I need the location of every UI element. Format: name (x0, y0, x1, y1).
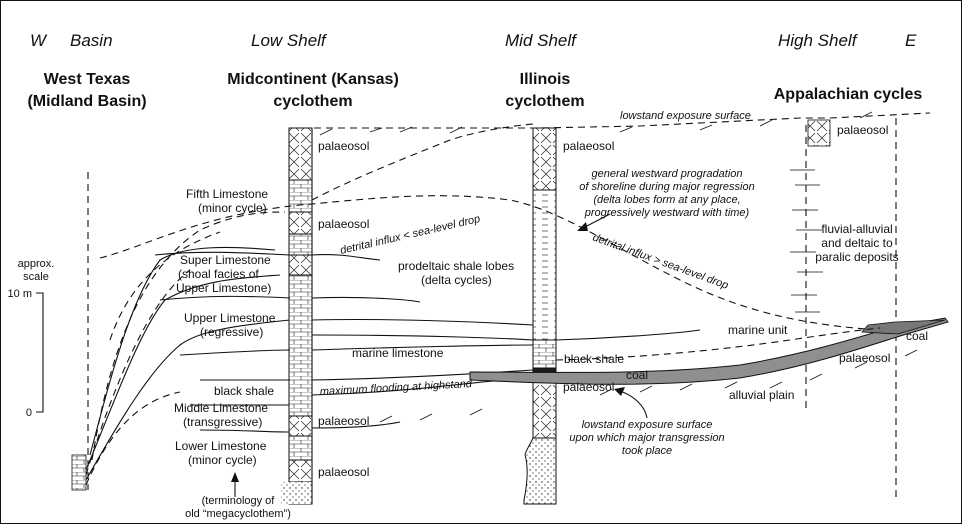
palaeosol-label-3: palaeosol (318, 414, 369, 428)
marine-tongue-1 (312, 330, 700, 340)
fifth-limestone-label: Fifth Limestone (186, 187, 268, 201)
palaeosol-label-1: palaeosol (318, 139, 369, 153)
fifth-limestone-sublabel: (minor cycle) (198, 201, 267, 215)
basin-dash-1 (86, 392, 180, 485)
illinois-column (524, 128, 556, 504)
west-label: W (30, 31, 48, 50)
illinois-subheading: cyclothem (505, 93, 584, 110)
palaeosol-label-2: palaeosol (318, 217, 369, 231)
marine-unit-label: marine unit (728, 323, 788, 337)
palaeosol-label-4: palaeosol (318, 465, 369, 479)
black-shale-mid-label: black shale (564, 352, 624, 366)
lowstand-top-label: lowstand exposure surface (620, 110, 751, 122)
middle-limestone-sublabel: (transgressive) (183, 415, 262, 429)
lower-limestone-tongue (200, 430, 289, 432)
kansas-palaeosol-1 (289, 128, 312, 180)
scale-title-1: approx. (18, 258, 55, 270)
progradation-label-1: general westward progradation (591, 168, 742, 180)
terminology-arrow-head (231, 472, 239, 482)
appalachian-column (790, 118, 896, 500)
terminology-label-1: (terminology of (202, 495, 276, 507)
kansas-palaeosol-2 (289, 212, 312, 234)
midcontinent-subheading: cyclothem (273, 93, 352, 110)
basin-label: Basin (70, 31, 113, 50)
progradation-label-3: (delta lobes form at any place, (593, 194, 740, 206)
prodeltaic-sublabel: (delta cycles) (421, 273, 492, 287)
scale-title-2: scale (23, 271, 49, 283)
mid-shelf-label: Mid Shelf (505, 31, 578, 50)
west-texas-limestone-block (72, 455, 86, 490)
illinois-sand (524, 438, 556, 504)
progradation-label-2: of shoreline during major regression (579, 181, 754, 193)
high-shelf-label: High Shelf (778, 31, 859, 50)
alluvial-plain-label: alluvial plain (729, 388, 794, 402)
terminology-label-2: old “megacyclothem”) (185, 508, 291, 520)
kansas-column (281, 128, 312, 504)
fluvial-label-2: and deltaic to (821, 236, 893, 250)
west-texas-subheading: (Midland Basin) (27, 93, 146, 110)
east-label: E (905, 31, 917, 50)
prograde-upper (312, 124, 533, 200)
low-shelf-label: Low Shelf (251, 31, 328, 50)
lowstand-surface-top (290, 113, 930, 128)
kansas-sand (281, 482, 312, 504)
max-flooding-label: maximum flooding at highstand (320, 378, 474, 398)
lowstand-label-2: upon which major transgression (569, 432, 724, 444)
black-shale-left-label: black shale (214, 384, 274, 398)
marine-limestone-label: marine limestone (352, 346, 444, 360)
lowstand-arrow-head (614, 387, 625, 396)
kansas-palaeosol-4 (289, 460, 312, 482)
scale-bottom-label: 0 (26, 407, 32, 419)
illinois-palaeosol-1 (533, 128, 556, 190)
super-limestone-label: Super Limestone (180, 253, 271, 267)
palaeosol-label-6: palaeosol (563, 380, 614, 394)
coal-label-mid: coal (626, 368, 648, 382)
fluvial-label-1: fluvial-alluvial (821, 222, 892, 236)
lower-limestone-label: Lower Limestone (175, 439, 267, 453)
upper-limestone-sublabel: (regressive) (200, 325, 263, 339)
prodeltaic-label: prodeltaic shale lobes (398, 259, 514, 273)
illinois-marine-limestone (533, 340, 556, 368)
west-texas-heading: West Texas (44, 71, 131, 88)
midcontinent-heading: Midcontinent (Kansas) (227, 71, 399, 88)
coal-label-east: coal (906, 329, 928, 343)
palaeosol-ticks-low (380, 409, 482, 422)
kansas-palaeosol-3 (289, 416, 312, 436)
palaeosol-label-7: palaeosol (837, 123, 888, 137)
kansas-super-limestone (289, 255, 312, 275)
illinois-heading: Illinois (520, 71, 571, 88)
scale-bar: approx. scale 10 m 0 (8, 258, 55, 419)
super-limestone-sublabel-1: (shoal facies of (178, 267, 259, 281)
scale-top-label: 10 m (8, 288, 32, 300)
kansas-column-body (289, 128, 312, 504)
appalachian-heading: Appalachian cycles (774, 86, 923, 103)
lower-limestone-sublabel: (minor cycle) (188, 453, 257, 467)
middle-limestone-label: Middle Limestone (174, 401, 268, 415)
upper-limestone-to-illinois (312, 319, 533, 325)
palaeosol-label-8: palaeosol (839, 351, 890, 365)
progradation-label-4: progressively westward with time) (584, 207, 750, 219)
super-limestone-sublabel-2: Upper Limestone) (176, 281, 271, 295)
illinois-palaeosol-2 (533, 378, 556, 438)
lowstand-arrow-shaft (620, 391, 647, 418)
scale-line (36, 293, 43, 412)
palaeosol-label-5: palaeosol (563, 139, 614, 153)
upper-limestone-label: Upper Limestone (184, 311, 276, 325)
top-palaeosol-ticks (320, 112, 872, 135)
detrital-greater-label: detrital influx > sea-level drop (591, 232, 730, 292)
fluvial-label-3: paralic deposits (815, 250, 898, 264)
appalachian-palaeosol-top (808, 120, 830, 146)
lowstand-label-3: took place (622, 445, 672, 457)
lowstand-label-1: lowstand exposure surface (582, 419, 713, 431)
